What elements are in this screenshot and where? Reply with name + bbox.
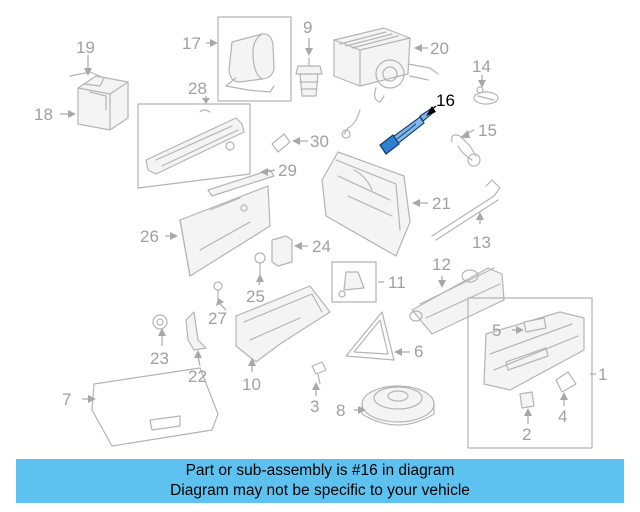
callout-6: 6: [414, 342, 423, 361]
part-13-rod[interactable]: [431, 179, 501, 241]
callout-21: 21: [432, 194, 451, 213]
part-11-kit[interactable]: [331, 261, 377, 303]
callout-19: 19: [76, 38, 95, 57]
part-18-19-bracket[interactable]: [69, 71, 129, 131]
callout-17: 17: [182, 34, 201, 53]
callout-1: 1: [598, 365, 607, 384]
part-17-canister[interactable]: [217, 16, 292, 102]
callout-26: 26: [140, 227, 159, 246]
leader-lines: [60, 38, 596, 424]
info-banner: Part or sub-assembly is #16 in diagram D…: [16, 459, 624, 503]
banner-line-2: Diagram may not be specific to your vehi…: [170, 482, 470, 499]
callout-3: 3: [310, 397, 319, 416]
callout-25: 25: [246, 287, 265, 306]
part-9-valve[interactable]: [295, 57, 323, 97]
callout-8: 8: [336, 401, 345, 420]
part-14-clip[interactable]: [473, 86, 499, 105]
callout-13: 13: [472, 233, 491, 252]
part-22-bracket[interactable]: [185, 311, 207, 351]
callout-29: 29: [278, 161, 297, 180]
callout-14: 14: [472, 57, 491, 76]
part-15-hose[interactable]: [451, 134, 481, 167]
banner-line-1: Part or sub-assembly is #16 in diagram: [185, 462, 455, 479]
part-21-tray[interactable]: [321, 151, 411, 257]
callout-10: 10: [242, 375, 261, 394]
part-5-tag[interactable]: [523, 317, 547, 333]
part-10-side-panel[interactable]: [235, 285, 331, 363]
callout-9: 9: [303, 18, 312, 37]
callout-12: 12: [432, 255, 451, 274]
callout-15: 15: [478, 121, 497, 140]
callout-2: 2: [522, 425, 531, 444]
callout-22: 22: [188, 367, 207, 386]
callout-18: 18: [34, 105, 53, 124]
part-8-holder[interactable]: [361, 385, 435, 426]
callout-27: 27: [208, 309, 227, 328]
part-2-connector[interactable]: [519, 391, 535, 409]
callout-23: 23: [150, 349, 169, 368]
callout-7: 7: [62, 390, 71, 409]
part-4-clip[interactable]: [555, 371, 577, 393]
callout-5: 5: [492, 321, 501, 340]
callout-labels: 1 2 3 4 5 6 7 8 9 10 11 12 13 14 15 16 1…: [34, 18, 607, 444]
callout-4: 4: [558, 407, 567, 426]
part-16-tool[interactable]: [379, 107, 435, 155]
callout-30: 30: [310, 132, 329, 151]
part-12-jack[interactable]: [409, 267, 505, 335]
part-24-clip[interactable]: [271, 235, 293, 267]
part-29-strip[interactable]: [207, 169, 275, 197]
part-26-trim-panel[interactable]: [179, 185, 271, 277]
part-30-bracket[interactable]: [271, 133, 291, 153]
part-23-grommet[interactable]: [152, 314, 168, 330]
callout-16: 16: [436, 91, 455, 110]
callout-28: 28: [188, 79, 207, 98]
part-1-trim-assembly[interactable]: [467, 297, 593, 449]
callout-11: 11: [388, 273, 406, 292]
part-7-floor-mat[interactable]: [91, 367, 219, 447]
callout-24: 24: [312, 237, 331, 256]
callout-20: 20: [430, 39, 449, 58]
part-3-bolt[interactable]: [311, 361, 327, 385]
part-20-compressor[interactable]: [333, 27, 439, 139]
part-6-warning-triangle[interactable]: [345, 311, 395, 361]
part-28-panel[interactable]: [137, 103, 251, 189]
